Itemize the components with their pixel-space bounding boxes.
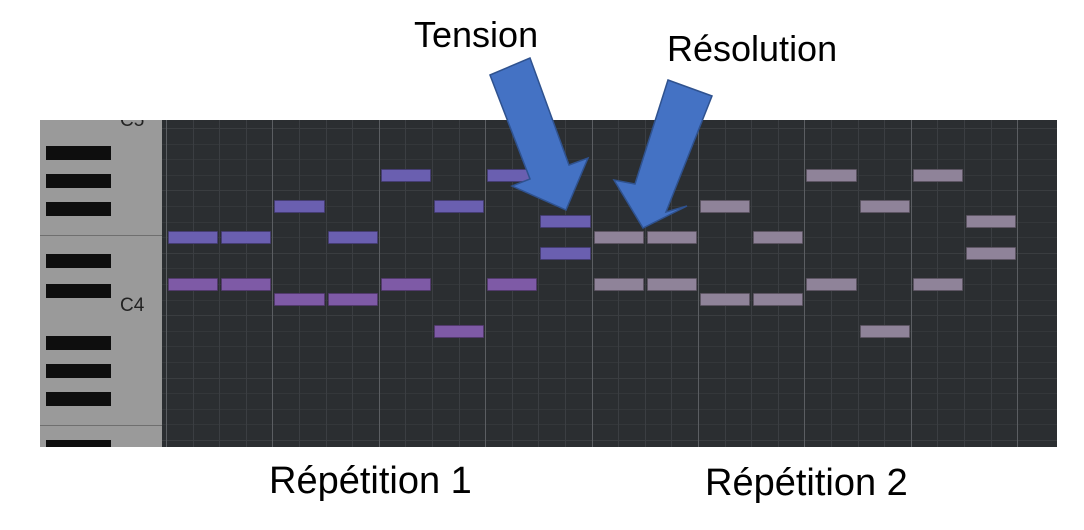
- black-key[interactable]: [46, 284, 111, 298]
- grid-beat-line: [990, 120, 992, 447]
- black-key[interactable]: [46, 336, 111, 350]
- note[interactable]: [966, 215, 1017, 229]
- note[interactable]: [912, 277, 963, 291]
- note[interactable]: [806, 277, 857, 291]
- grid-bar-line: [166, 120, 167, 447]
- grid-bar-line: [1017, 120, 1019, 447]
- grid-beat-line: [299, 120, 300, 447]
- grid-row-line: [162, 128, 1057, 129]
- grid-row-line: [162, 252, 1057, 254]
- note[interactable]: [912, 168, 963, 182]
- grid-row-line: [162, 408, 1057, 410]
- note[interactable]: [753, 293, 804, 307]
- piano-keyboard[interactable]: C5 C4: [40, 120, 162, 447]
- note[interactable]: [859, 324, 910, 338]
- grid-row-line: [162, 190, 1057, 192]
- key-divider: [40, 235, 162, 236]
- resolution-label: Résolution: [667, 28, 838, 69]
- grid-beat-line: [458, 120, 460, 447]
- note[interactable]: [327, 231, 378, 244]
- black-key[interactable]: [46, 146, 111, 160]
- grid-beat-line: [644, 120, 646, 447]
- note[interactable]: [221, 277, 272, 291]
- grid-beat-line: [432, 120, 433, 447]
- black-key[interactable]: [46, 392, 111, 406]
- grid-row-line: [162, 174, 1057, 176]
- note[interactable]: [168, 231, 219, 244]
- note[interactable]: [274, 293, 325, 307]
- grid-beat-line: [964, 120, 965, 447]
- black-key[interactable]: [46, 440, 111, 447]
- note[interactable]: [806, 168, 857, 182]
- note[interactable]: [327, 293, 378, 307]
- key-divider: [40, 425, 162, 426]
- note[interactable]: [700, 199, 751, 213]
- grid-beat-line: [724, 120, 726, 447]
- note[interactable]: [966, 246, 1017, 260]
- grid-bar-line: [804, 120, 806, 447]
- grid-bar-line: [698, 120, 699, 447]
- note[interactable]: [221, 231, 272, 244]
- black-key[interactable]: [46, 202, 111, 216]
- note-grid[interactable]: [162, 120, 1057, 447]
- note[interactable]: [859, 199, 910, 213]
- grid-beat-line: [219, 120, 221, 447]
- grid-row-line: [162, 346, 1057, 348]
- tension-arrow: [489, 57, 590, 211]
- note[interactable]: [593, 277, 644, 291]
- grid-bar-line: [485, 120, 487, 447]
- repetition-2-label: Répétition 2: [705, 462, 908, 504]
- grid-row-line: [162, 159, 1057, 161]
- tension-label: Tension: [414, 14, 539, 55]
- grid-bar-line: [272, 120, 274, 447]
- note[interactable]: [274, 199, 325, 213]
- note[interactable]: [168, 277, 219, 291]
- piano-roll: C5 C4: [40, 120, 1057, 447]
- note[interactable]: [540, 246, 591, 260]
- repetition-1-label: Répétition 1: [269, 460, 472, 502]
- black-key[interactable]: [46, 254, 111, 268]
- note[interactable]: [380, 277, 431, 291]
- note[interactable]: [487, 277, 538, 291]
- note[interactable]: [700, 293, 751, 307]
- grid-row-line: [162, 393, 1057, 395]
- grid-bar-line: [910, 120, 912, 447]
- note[interactable]: [593, 231, 644, 244]
- grid-beat-line: [777, 120, 779, 447]
- grid-row-line: [162, 299, 1057, 301]
- note[interactable]: [434, 324, 485, 338]
- grid-row-line: [162, 330, 1057, 332]
- note[interactable]: [646, 231, 697, 244]
- grid-row-line: [162, 143, 1057, 145]
- key-label-c5: C5: [120, 120, 145, 131]
- note[interactable]: [753, 231, 804, 244]
- grid-bar-line: [378, 120, 380, 447]
- grid-row-line: [162, 221, 1057, 223]
- grid-beat-line: [538, 120, 540, 447]
- key-label-c4: C4: [120, 295, 145, 316]
- grid-beat-line: [325, 120, 327, 447]
- grid-beat-line: [857, 120, 859, 447]
- resolution-arrow: [612, 79, 713, 229]
- note[interactable]: [380, 168, 431, 182]
- note[interactable]: [540, 215, 591, 229]
- grid-row-line: [162, 424, 1057, 426]
- grid-row-line: [162, 377, 1057, 379]
- grid-beat-line: [884, 120, 886, 447]
- grid-row-line: [162, 362, 1057, 363]
- grid-beat-line: [565, 120, 566, 447]
- grid-beat-line: [751, 120, 753, 447]
- grid-bar-line: [591, 120, 593, 447]
- note[interactable]: [646, 277, 697, 291]
- grid-row-line: [162, 315, 1057, 317]
- grid-row-line: [162, 268, 1057, 270]
- note[interactable]: [434, 199, 485, 213]
- black-key[interactable]: [46, 364, 111, 378]
- grid-beat-line: [352, 120, 354, 447]
- grid-row-line: [162, 206, 1057, 207]
- grid-row-line: [162, 440, 1057, 441]
- black-key[interactable]: [46, 174, 111, 188]
